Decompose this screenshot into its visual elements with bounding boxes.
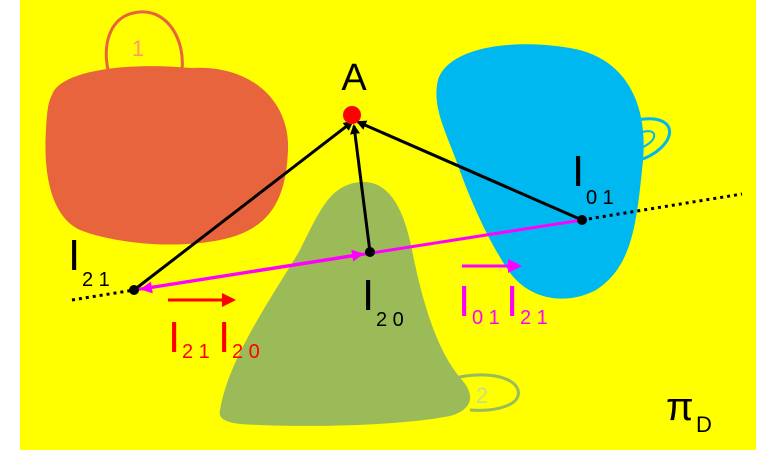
view-1-tag-outline <box>104 10 184 71</box>
epipolar-line-right <box>581 192 743 222</box>
vector-I21-to-I20 <box>133 249 364 292</box>
label-plane-piD: π D <box>666 385 712 437</box>
point-I21 <box>129 285 139 295</box>
ray-I20-to-A <box>350 124 372 253</box>
vector-label-I01-I21: I 0 1 I 2 1 <box>458 259 548 329</box>
ray-I21-to-A <box>133 120 354 292</box>
vector-label-I21-I20: I 2 1 I 2 0 <box>168 293 260 363</box>
ray-I01-to-A <box>356 120 583 222</box>
label-I20: I 2 0 <box>362 271 404 331</box>
label-I21: I 2 1 <box>68 231 110 291</box>
svg-text:I 0 1 I 2 1: I 0 1 I 2 1 <box>458 277 548 329</box>
point-A <box>343 106 361 124</box>
view-0-tag-inner <box>626 130 656 152</box>
svg-text:I 2 1 I 2 0: I 2 1 I 2 0 <box>168 313 260 363</box>
view-1-tag: 1 <box>132 36 144 61</box>
view-2-tag: 2 <box>476 383 488 408</box>
point-I20 <box>365 247 375 257</box>
view-2-tag-outline <box>449 373 520 412</box>
view-1-blob <box>45 66 289 245</box>
view-0-tag-outline <box>610 117 672 164</box>
point-I01 <box>577 215 587 225</box>
label-I01: I 0 1 <box>572 147 614 209</box>
label-A: A <box>341 57 367 99</box>
view-1-shape: 1 <box>45 10 289 245</box>
view-2-blob <box>219 181 471 426</box>
view-2-shape: 2 <box>219 181 520 426</box>
